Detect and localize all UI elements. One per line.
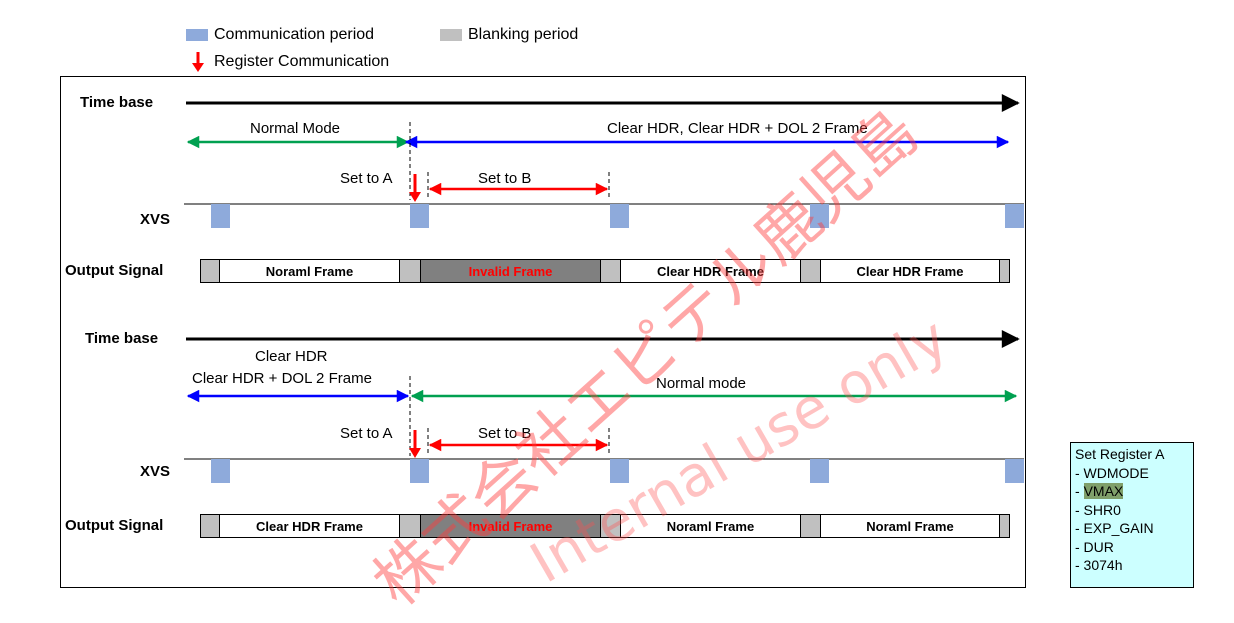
- xvs-pulse: [410, 204, 429, 228]
- blanking-cell: [999, 259, 1010, 283]
- time-base-label-2: Time base: [85, 330, 159, 347]
- legend-register-label: Register Communication: [214, 53, 390, 70]
- xvs-pulse: [1005, 204, 1024, 228]
- mode-right-label-1: Clear HDR, Clear HDR + DOL 2 Frame: [607, 120, 868, 137]
- register-note-title: Set Register A: [1075, 446, 1165, 462]
- mode-right-label-2: Normal mode: [656, 375, 747, 392]
- legend-blanking: Blanking period: [440, 26, 578, 44]
- time-base-label-1: Time base: [80, 94, 154, 111]
- register-item: - WDMODE: [1075, 464, 1149, 481]
- frame-cell-hdr: Clear HDR Frame: [219, 514, 400, 538]
- frame-cell-invalid: Invalid Frame: [420, 259, 601, 283]
- legend-communication-label: Communication period: [214, 26, 375, 43]
- xvs-pulse: [1005, 459, 1024, 483]
- set-b-label-2: Set to B: [478, 425, 532, 442]
- diagram-frame: [60, 76, 1026, 588]
- legend-blanking-label: Blanking period: [468, 26, 579, 43]
- xvs-label-2: XVS: [140, 463, 171, 480]
- register-arrow-2-head: [409, 448, 421, 458]
- communication-swatch: [186, 29, 208, 41]
- xvs-pulse: [810, 204, 829, 228]
- register-item-vmax-highlight: VMAX: [1083, 483, 1124, 499]
- mode-left-label-1: Normal Mode: [250, 120, 341, 137]
- frame-cell-hdr: Clear HDR Frame: [620, 259, 801, 283]
- register-item: - SHR0: [1075, 501, 1121, 518]
- xvs-pulse: [211, 204, 230, 228]
- xvs-pulse: [410, 459, 429, 483]
- xvs-pulse: [810, 459, 829, 483]
- register-arrow-1-head: [409, 192, 421, 202]
- register-item-prefix: -: [1075, 483, 1084, 499]
- output-signal-label-1: Output Signal: [65, 262, 164, 279]
- legend-register: Register Communication: [190, 51, 389, 73]
- blanking-swatch: [440, 29, 462, 41]
- register-item: - DUR: [1075, 538, 1114, 555]
- register-item-vmax: - VMAX: [1075, 482, 1189, 501]
- timing-lines: [184, 94, 1024, 460]
- frame-cell-normal: Noraml Frame: [219, 259, 400, 283]
- mode-left-label-2-line1: Clear HDR: [255, 348, 328, 365]
- register-item: - 3074h: [1075, 557, 1123, 573]
- xvs-label-1: XVS: [140, 211, 171, 228]
- blanking-cell: [399, 259, 421, 283]
- legend-communication: Communication period: [186, 26, 374, 44]
- frame-cell-normal: Noraml Frame: [620, 514, 801, 538]
- blanking-cell: [800, 514, 821, 538]
- frame-cell-invalid: Invalid Frame: [420, 514, 601, 538]
- xvs-pulse: [211, 459, 230, 483]
- output-signal-label-2: Output Signal: [65, 517, 164, 534]
- mode-left-label-2-line2: Clear HDR + DOL 2 Frame: [192, 370, 372, 387]
- frame-cell-normal: Noraml Frame: [820, 514, 1000, 538]
- blanking-cell: [999, 514, 1010, 538]
- xvs-pulse: [610, 459, 629, 483]
- set-a-label-2: Set to A: [340, 425, 393, 442]
- blanking-cell: [200, 514, 220, 538]
- set-b-label-1: Set to B: [478, 170, 532, 187]
- frame-cell-hdr: Clear HDR Frame: [820, 259, 1000, 283]
- red-down-arrow-icon: [192, 52, 204, 72]
- blanking-cell: [200, 259, 220, 283]
- set-a-label-1: Set to A: [340, 170, 393, 187]
- blanking-cell: [600, 259, 621, 283]
- register-note: Set Register A - WDMODE - VMAX - SHR0 - …: [1070, 442, 1194, 588]
- register-item: - EXP_GAIN: [1075, 520, 1154, 536]
- xvs-pulse: [610, 204, 629, 228]
